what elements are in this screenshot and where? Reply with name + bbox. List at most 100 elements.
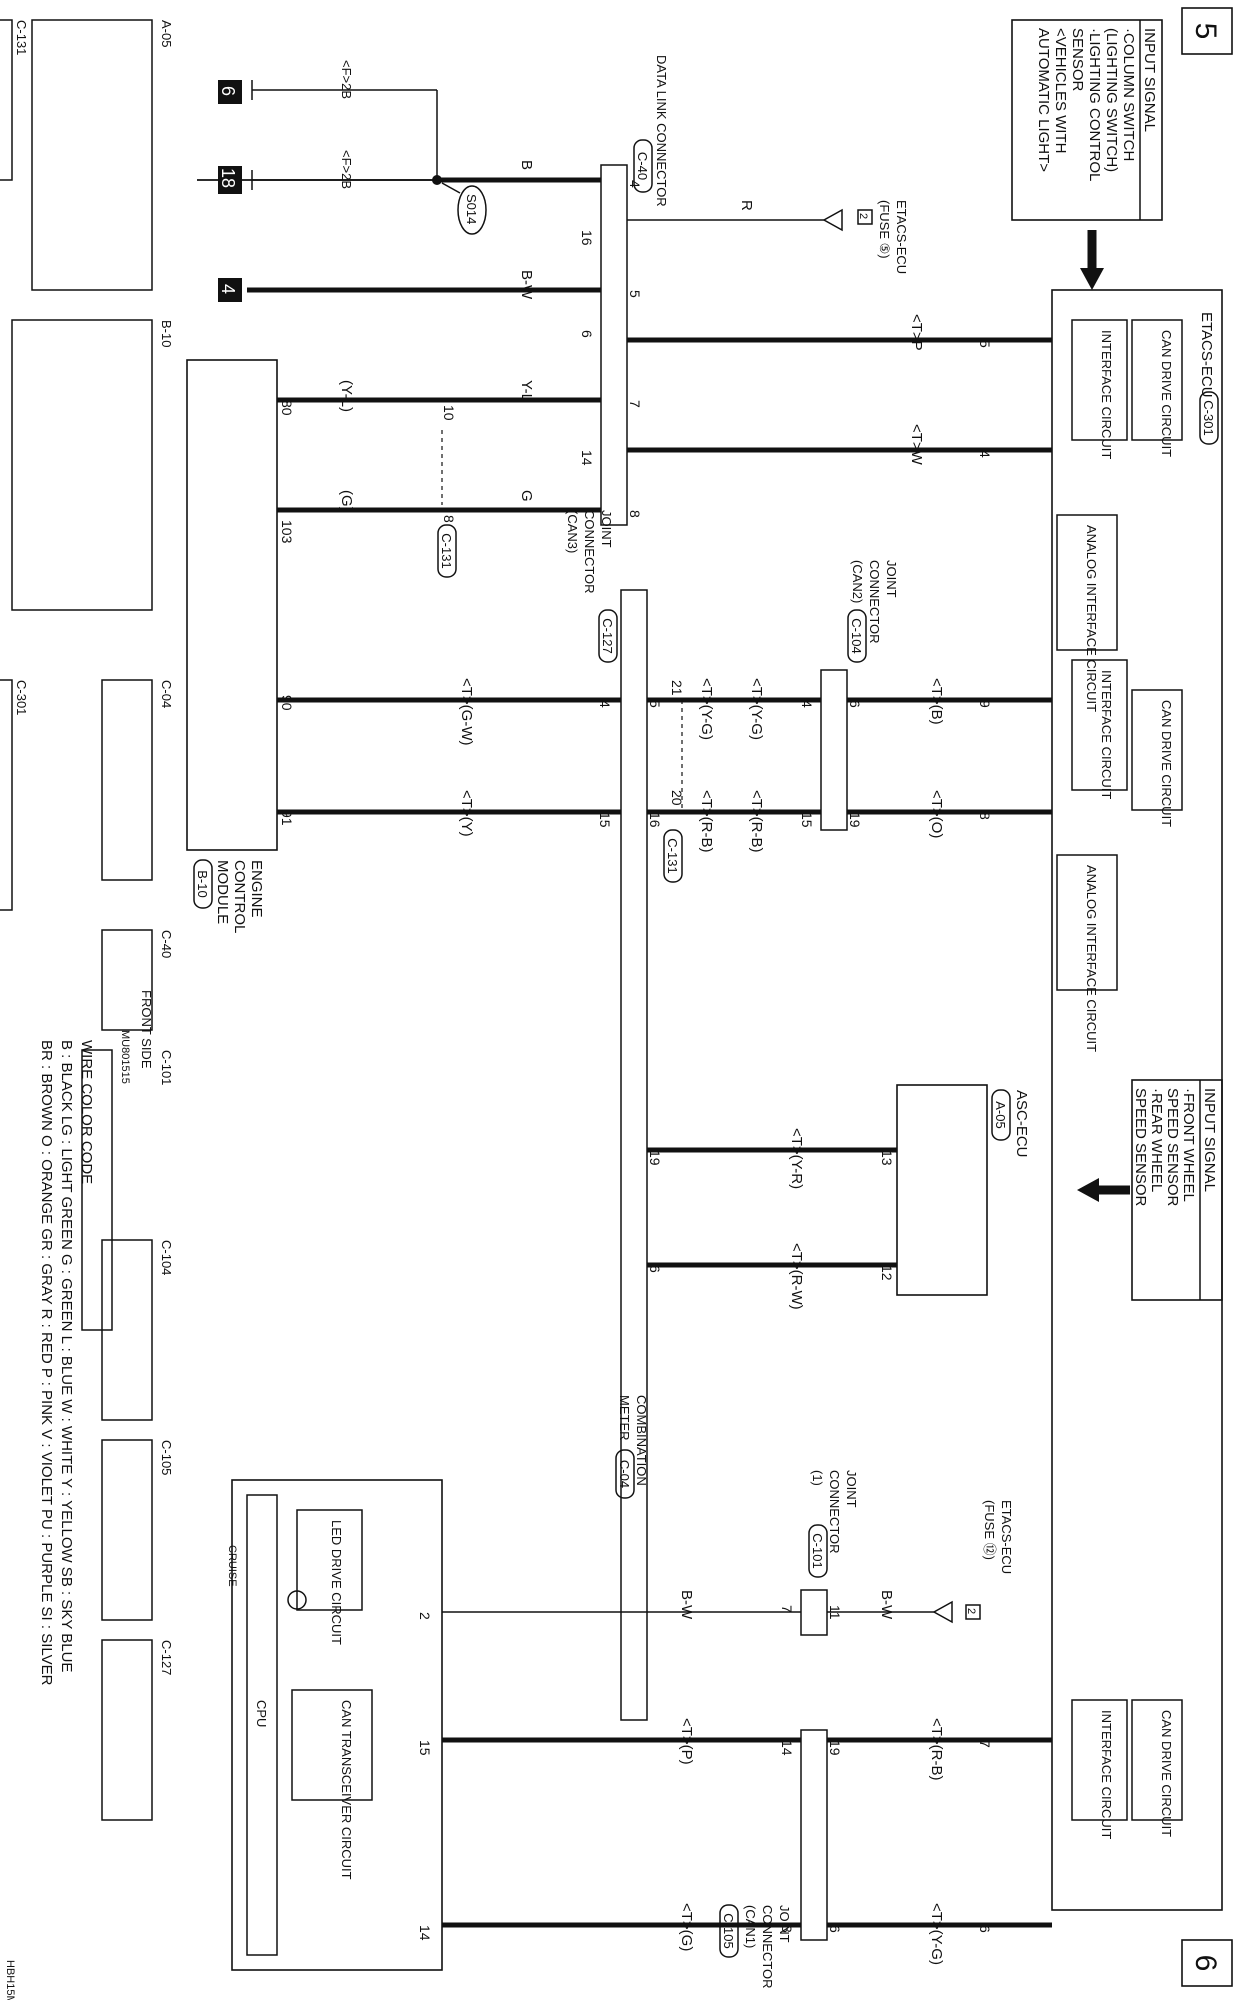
svg-text:SPEED SENSOR: SPEED SENSOR (1132, 1088, 1149, 1207)
svg-text:<T>(R-B): <T>(R-B) (928, 1718, 945, 1781)
svg-text:METER: METER (617, 1395, 632, 1441)
svg-text:C-131: C-131 (665, 838, 680, 873)
svg-text:15: 15 (799, 812, 815, 828)
svg-text:10: 10 (441, 405, 457, 421)
svg-text:5: 5 (627, 290, 643, 298)
page-number-bottom: 6 (1181, 1939, 1233, 1987)
svg-text:(Y-L): (Y-L) (338, 380, 355, 412)
splice-s014: S014 (441, 182, 487, 235)
svg-text:JOINT: JOINT (599, 510, 614, 548)
svg-text:80: 80 (279, 400, 295, 416)
page-code: HBH15M29CC (4, 1960, 16, 2000)
etacs-ecu-box: ETACS-ECU C-301 CAN DRIVE CIRCUIT INTERF… (977, 289, 1223, 1933)
svg-text:C-105: C-105 (159, 1440, 174, 1475)
svg-text:16: 16 (647, 812, 663, 828)
engine-control-module: 80 103 90 91 ENGINE CONTROL MODULE B-10 (186, 359, 295, 933)
svg-text:C-127: C-127 (600, 618, 615, 653)
svg-text:<T>(Y-G): <T>(Y-G) (698, 678, 715, 740)
svg-text:<T>(R-B): <T>(R-B) (698, 790, 715, 853)
svg-text:R: R (738, 200, 755, 211)
svg-text:<F>2B: <F>2B (339, 150, 354, 189)
svg-text:5: 5 (1189, 23, 1222, 40)
svg-text:(FUSE ⑫): (FUSE ⑫) (982, 1500, 997, 1560)
svg-text:(LIGHTING SWITCH): (LIGHTING SWITCH) (1103, 28, 1120, 172)
svg-text:CONNECTOR: CONNECTOR (760, 1905, 775, 1989)
svg-text:ANALOG INTERFACE CIRCUIT: ANALOG INTERFACE CIRCUIT (1084, 865, 1099, 1052)
svg-text:<T>(P): <T>(P) (678, 1718, 695, 1765)
svg-text:INTERFACE CIRCUIT: INTERFACE CIRCUIT (1099, 670, 1114, 799)
svg-text:JOINT: JOINT (844, 1470, 859, 1508)
svg-text:B : BLACK LG : LIGHT GREEN: B : BLACK LG : LIGHT GREEN G : GREEN L :… (58, 1040, 75, 1672)
svg-text:19: 19 (647, 1150, 663, 1166)
svg-text:<F>2B: <F>2B (339, 60, 354, 99)
svg-text:(FUSE ⑤): (FUSE ⑤) (877, 200, 892, 259)
svg-text:C-101: C-101 (810, 1533, 825, 1568)
svg-text:ETACS-ECU: ETACS-ECU (894, 200, 909, 274)
svg-text:6: 6 (977, 1925, 993, 1933)
svg-text:·LIGHTING CONTROL: ·LIGHTING CONTROL (1086, 28, 1103, 181)
svg-text:9: 9 (977, 700, 993, 708)
svg-text:19: 19 (847, 812, 863, 828)
svg-text:B: B (518, 160, 535, 170)
svg-text:4: 4 (218, 284, 238, 294)
svg-text:4: 4 (799, 700, 815, 708)
svg-text:14: 14 (779, 1740, 795, 1756)
svg-text:C-127: C-127 (159, 1640, 174, 1675)
svg-text:<T>(Y-G): <T>(Y-G) (928, 1903, 945, 1965)
svg-text:G: G (518, 490, 535, 502)
fuse5-source: ETACS-ECU (FUSE ⑤) 2 (822, 200, 909, 274)
ref-4: 4 (218, 278, 242, 302)
svg-text:ETACS-ECU: ETACS-ECU (1198, 312, 1215, 398)
svg-text:<T>(Y-G): <T>(Y-G) (748, 678, 765, 740)
svg-text:90: 90 (279, 695, 295, 711)
svg-text:C-104: C-104 (849, 618, 864, 653)
svg-text:ASC-ECU: ASC-ECU (1013, 1090, 1030, 1158)
svg-text:MODULE: MODULE (214, 860, 231, 924)
svg-text:INPUT SIGNAL: INPUT SIGNAL (1201, 1088, 1218, 1192)
svg-text:B-10: B-10 (195, 870, 210, 897)
svg-text:C-40: C-40 (159, 930, 174, 958)
svg-text:C-131: C-131 (439, 533, 454, 568)
svg-text:B-W: B-W (678, 1590, 695, 1620)
svg-text:3: 3 (779, 1925, 795, 1933)
svg-text:<T>(R-B): <T>(R-B) (748, 790, 765, 853)
page-number-top: 5 (1181, 7, 1233, 55)
svg-text:(CAN3): (CAN3) (565, 510, 580, 553)
svg-text:4: 4 (977, 450, 993, 458)
svg-text:6: 6 (1189, 1955, 1222, 1972)
svg-text:CAN TRANSCEIVER CIRCUIT: CAN TRANSCEIVER CIRCUIT (339, 1700, 354, 1880)
svg-text:19: 19 (827, 1740, 843, 1756)
svg-text:21: 21 (669, 680, 685, 696)
svg-text:7: 7 (627, 400, 643, 408)
svg-text:CAN DRIVE CIRCUIT: CAN DRIVE CIRCUIT (1159, 330, 1174, 457)
svg-text:<T>(G-W): <T>(G-W) (458, 678, 475, 746)
svg-text:S014: S014 (464, 194, 479, 224)
c131-label (437, 524, 457, 578)
svg-text:6: 6 (847, 700, 863, 708)
svg-text:6: 6 (218, 86, 238, 96)
svg-text:MU801515: MU801515 (119, 1030, 131, 1084)
svg-text:<T>P: <T>P (908, 314, 925, 351)
svg-text:ETACS-ECU: ETACS-ECU (999, 1500, 1014, 1574)
svg-text:<T>(Y): <T>(Y) (458, 790, 475, 837)
svg-text:<T>(G): <T>(G) (678, 1903, 695, 1951)
svg-text:LED DRIVE CIRCUIT: LED DRIVE CIRCUIT (329, 1520, 344, 1645)
svg-text:SENSOR: SENSOR (1069, 28, 1086, 92)
svg-text:C-101: C-101 (159, 1050, 174, 1085)
svg-text:18: 18 (218, 168, 238, 188)
input-signal-arrow (1080, 230, 1104, 290)
svg-text:C-40: C-40 (635, 152, 650, 180)
svg-text:2: 2 (857, 213, 869, 219)
svg-text:SPEED SENSOR: SPEED SENSOR (1164, 1088, 1181, 1207)
svg-text:·COLUMN SWITCH: ·COLUMN SWITCH (1120, 28, 1137, 161)
svg-text:COMBINATION: COMBINATION (634, 1395, 649, 1486)
svg-text:CONTROL: CONTROL (231, 860, 248, 933)
svg-text:INTERFACE CIRCUIT: INTERFACE CIRCUIT (1099, 1710, 1114, 1839)
joint-connector-can1: JOINT CONNECTOR (CAN1) C-105 19 14 6 3 (719, 1729, 843, 1989)
svg-text:·REAR WHEEL: ·REAR WHEEL (1148, 1088, 1165, 1192)
svg-text:CAN DRIVE CIRCUIT: CAN DRIVE CIRCUIT (1159, 700, 1174, 827)
svg-text:4: 4 (597, 700, 613, 708)
svg-text:AUTOMATIC LIGHT>: AUTOMATIC LIGHT> (1035, 28, 1052, 172)
svg-text:A-05: A-05 (159, 20, 174, 47)
svg-text:8: 8 (627, 510, 643, 518)
